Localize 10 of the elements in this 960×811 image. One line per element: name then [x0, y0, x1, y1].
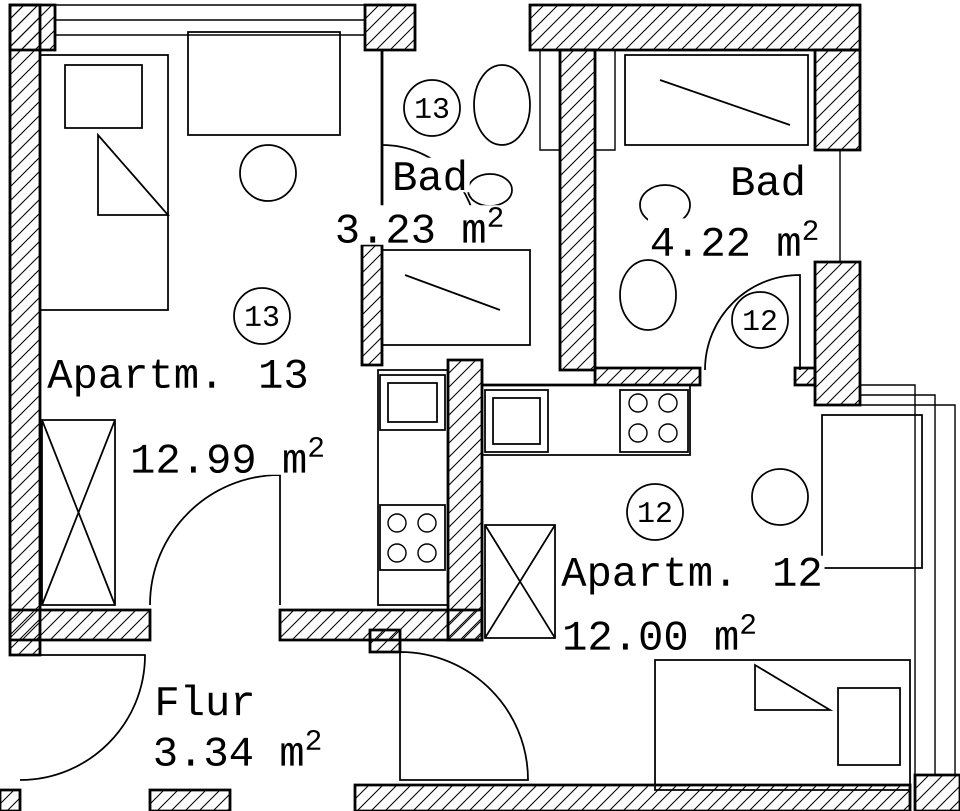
room-name: Bad — [390, 158, 470, 192]
room-name: Apartm. 13 — [45, 358, 311, 398]
room-area: 3.23 m$^{2}$ — [333, 205, 507, 245]
room-name: Apartm. 12 — [559, 556, 825, 596]
room-area: 12.00 m$^{2}$ — [560, 612, 760, 652]
room-area: 4.22 m$^{2}$ — [648, 218, 822, 258]
room-name: Flur — [152, 682, 258, 718]
room-area: 12.99 m$^{2}$ — [128, 435, 328, 475]
room-name: Bad — [728, 162, 808, 198]
room-area: 3.34 m$^{2}$ — [151, 728, 325, 768]
